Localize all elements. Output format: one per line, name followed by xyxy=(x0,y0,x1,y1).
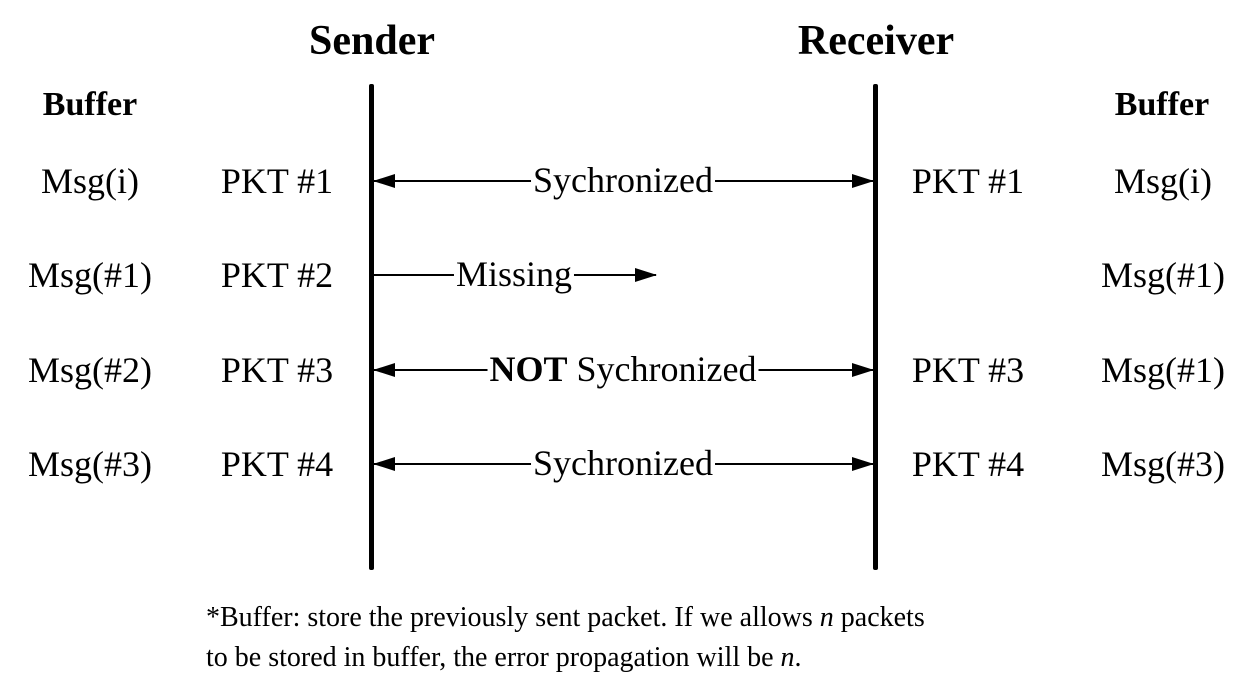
sender-packet-label: PKT #1 xyxy=(220,161,334,201)
sender-timeline xyxy=(369,84,374,570)
footnote: *Buffer: store the previously sent packe… xyxy=(206,598,925,678)
receiver-packet-label: PKT #3 xyxy=(911,350,1025,390)
sync-status-label: Missing xyxy=(453,254,575,294)
sender-packet-label: PKT #4 xyxy=(220,444,334,484)
receiver-buffer-msg: Msg(i) xyxy=(1114,161,1212,201)
footnote-line-1: *Buffer: store the previously sent packe… xyxy=(206,598,925,638)
receiver-buffer-heading: Buffer xyxy=(1114,86,1210,123)
sync-status-label: Sychronized xyxy=(531,445,715,481)
status-text: Sychronized xyxy=(533,160,713,200)
footnote-variable: n xyxy=(780,642,795,673)
sender-buffer-msg: Msg(#2) xyxy=(28,350,152,390)
footnote-text: packets xyxy=(833,602,925,633)
status-emphasis: NOT xyxy=(489,349,568,389)
status-text: Sychronized xyxy=(533,443,713,483)
sender-buffer-msg: Msg(#3) xyxy=(28,444,152,484)
footnote-variable: n xyxy=(819,602,834,633)
sync-status-label: Sychronized xyxy=(531,162,715,198)
receiver-buffer-msg: Msg(#1) xyxy=(1101,255,1225,295)
sender-buffer-msg: Msg(#1) xyxy=(28,255,152,295)
status-text: Sychronized xyxy=(567,349,757,389)
sync-status-label: NOT Sychronized xyxy=(487,349,759,389)
receiver-heading: Receiver xyxy=(797,18,955,64)
status-text: Missing xyxy=(455,254,573,294)
footnote-text: . xyxy=(794,642,802,673)
receiver-packet-label: PKT #4 xyxy=(911,444,1025,484)
receiver-buffer-msg: Msg(#1) xyxy=(1101,350,1225,390)
receiver-buffer-msg: Msg(#3) xyxy=(1101,444,1225,484)
footnote-text: to be stored in buffer, the error propag… xyxy=(206,642,781,673)
sender-packet-label: PKT #3 xyxy=(220,350,334,390)
footnote-text: *Buffer: store the previously sent packe… xyxy=(206,602,820,633)
sender-buffer-msg: Msg(i) xyxy=(41,161,139,201)
sender-buffer-heading: Buffer xyxy=(42,86,138,123)
receiver-packet-label: PKT #1 xyxy=(911,161,1025,201)
footnote-line-2: to be stored in buffer, the error propag… xyxy=(206,638,925,678)
sender-heading: Sender xyxy=(309,18,435,64)
sender-packet-label: PKT #2 xyxy=(220,255,334,295)
receiver-timeline xyxy=(873,84,878,570)
